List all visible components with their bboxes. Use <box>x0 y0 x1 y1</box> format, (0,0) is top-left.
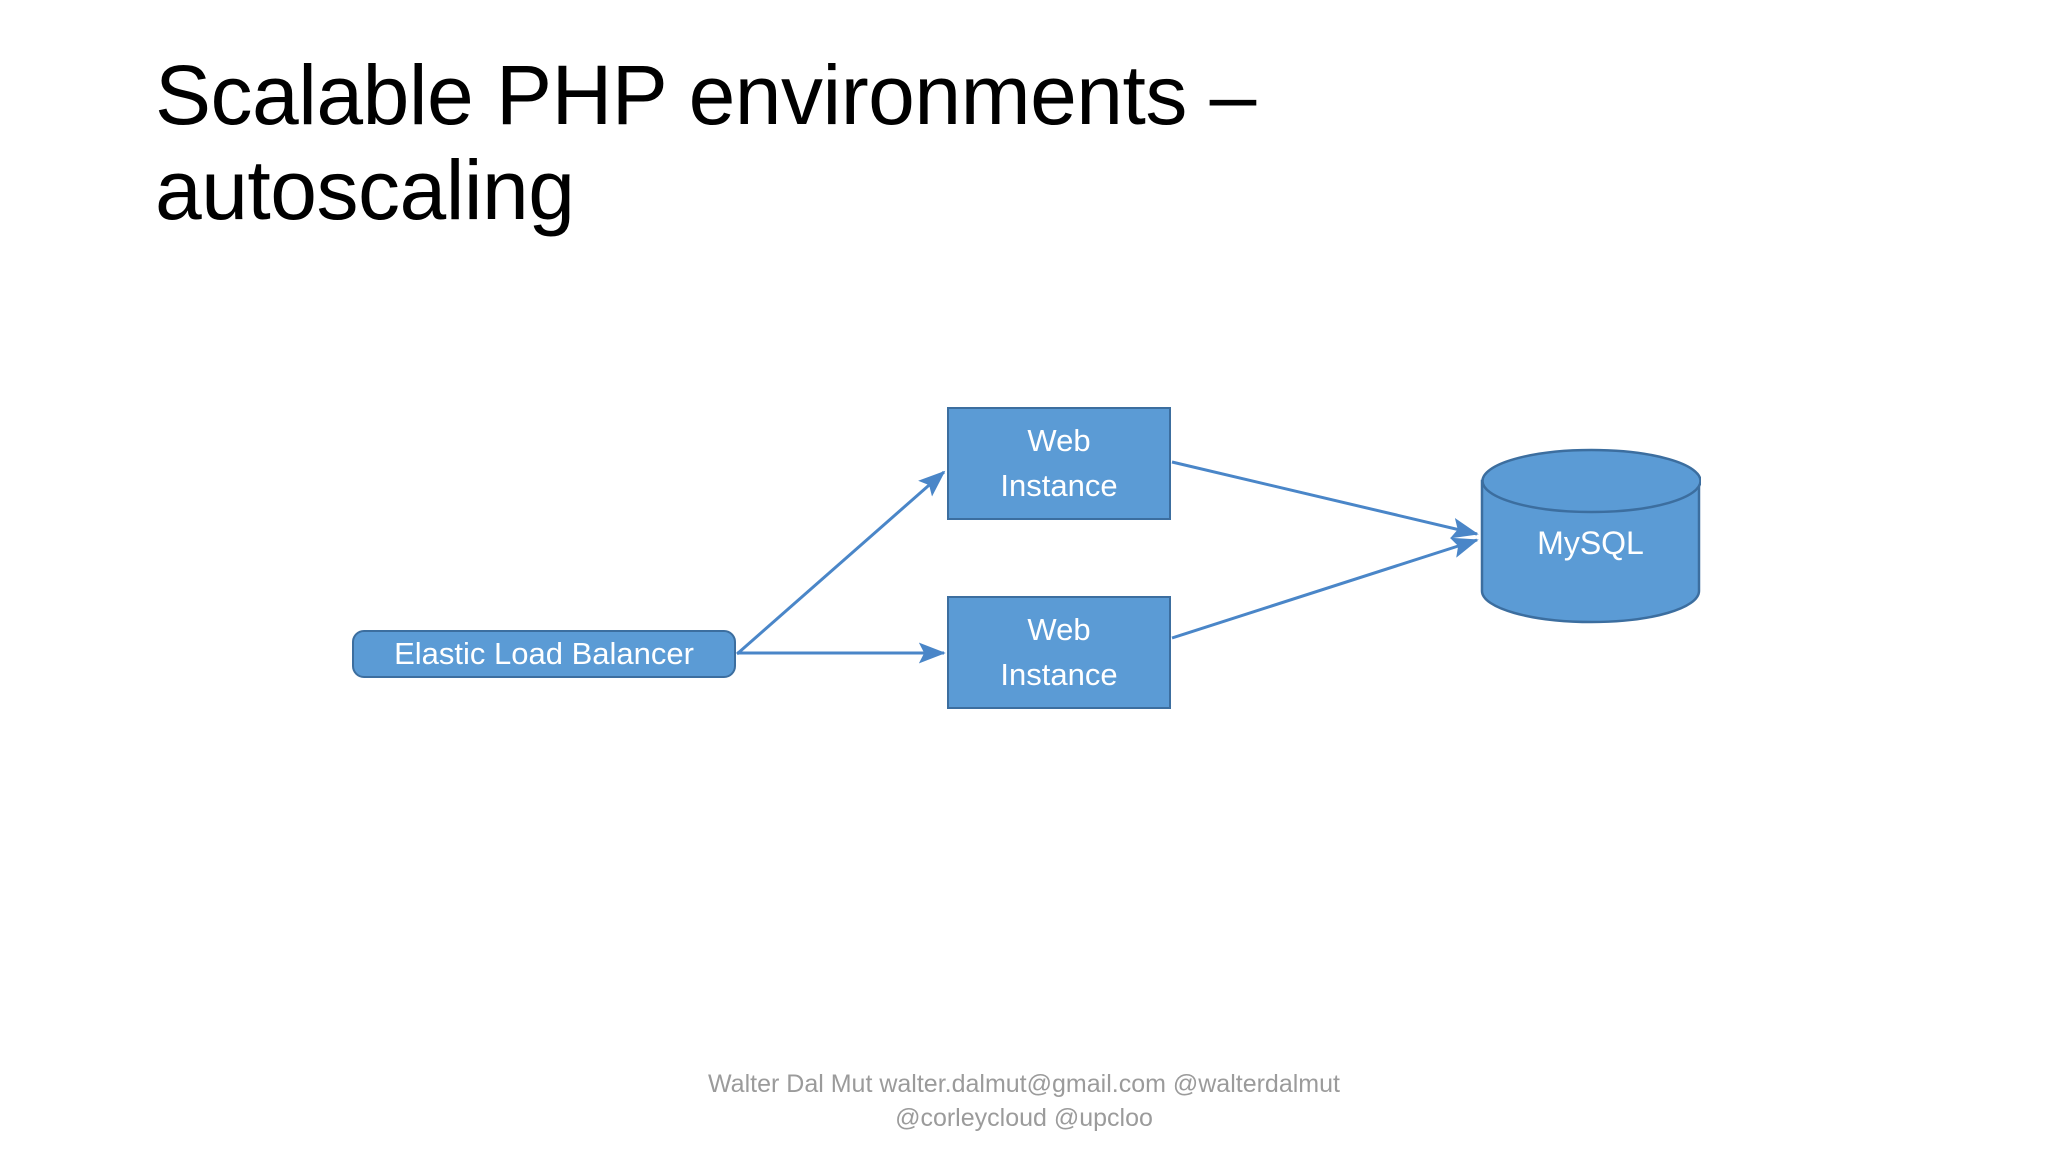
node-web-instance-2-label: Web Instance <box>1000 612 1118 692</box>
footer-line-1: Walter Dal Mut walter.dalmut@gmail.com @… <box>708 1070 1340 1098</box>
node-mysql-database[interactable]: MySQL <box>1480 447 1701 625</box>
node-mysql-database-label: MySQL <box>1537 524 1644 561</box>
connector-elb-to-web-instance-1 <box>736 470 946 656</box>
node-web-instance-2[interactable]: Web Instance <box>947 596 1171 709</box>
slide-footer: Walter Dal Mut walter.dalmut@gmail.com @… <box>0 1068 2048 1136</box>
connector-web-instance-2-to-mysql <box>1171 537 1479 640</box>
page-title: Scalable PHP environments – autoscaling <box>155 48 1256 237</box>
node-web-instance-1-label: Web Instance <box>1000 423 1118 503</box>
node-elastic-load-balancer[interactable]: Elastic Load Balancer <box>352 630 736 678</box>
footer-line-2: @corleycloud @upcloo <box>895 1103 1153 1132</box>
node-elastic-load-balancer-label: Elastic Load Balancer <box>394 636 694 672</box>
node-web-instance-1[interactable]: Web Instance <box>947 407 1171 520</box>
database-cylinder-icon <box>1480 448 1701 624</box>
connector-web-instance-1-to-mysql <box>1171 460 1479 539</box>
